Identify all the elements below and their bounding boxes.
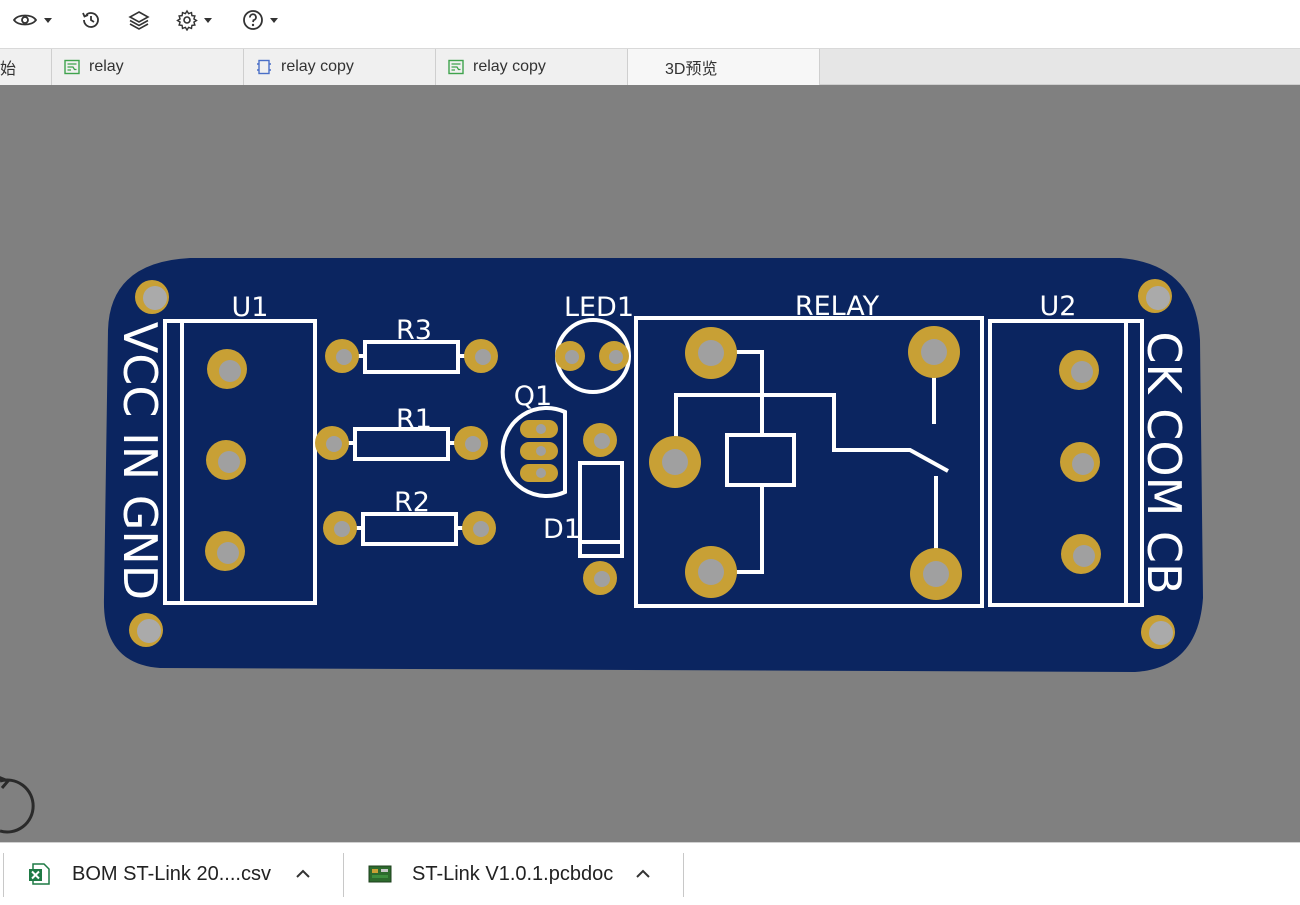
u1-label: U1 (232, 292, 269, 323)
q1-pads (520, 420, 558, 482)
pcb-file-icon (368, 865, 392, 883)
chevron-up-icon[interactable] (635, 869, 651, 879)
tab-label: 3D预览 (665, 61, 718, 78)
download-item-pcbdoc[interactable]: ST-Link V1.0.1.pcbdoc (368, 843, 651, 905)
tab-relay-pcb[interactable]: relay (52, 49, 244, 85)
schematic-doc-icon (257, 59, 271, 75)
pcb-doc-icon (448, 59, 464, 75)
download-filename: ST-Link V1.0.1.pcbdoc (412, 862, 614, 885)
excel-file-icon (29, 863, 50, 885)
pcb-3d-view: U1 U2 R3 R1 R2 Q1 D1 LED1 RELAY VCC IN G… (103, 258, 1203, 672)
history-icon (82, 12, 99, 28)
left-connector-text: VCC IN GND (113, 322, 167, 600)
rotate-view-icon[interactable] (0, 775, 40, 835)
r1-label: R1 (396, 404, 432, 435)
tab-relay-copy-pcb[interactable]: relay copy (436, 49, 628, 85)
u2-pads (1059, 350, 1101, 574)
divider (3, 853, 4, 897)
relay-label: RELAY (795, 291, 880, 322)
download-bar: BOM ST-Link 20....csv ST-Link V1.0.1.pcb… (0, 842, 1300, 905)
right-connector-text: CK COM CB (1137, 331, 1191, 594)
layers-icon (128, 11, 150, 30)
d1-label: D1 (543, 514, 581, 545)
history-button[interactable] (80, 6, 102, 34)
tab-label: relay copy (281, 58, 354, 75)
tab-relay-copy-schematic[interactable]: relay copy (244, 49, 436, 85)
tab-start[interactable]: 始 (0, 49, 52, 85)
divider (343, 853, 344, 897)
download-filename: BOM ST-Link 20....csv (72, 862, 271, 885)
pads (205, 326, 1101, 600)
chevron-down-icon (204, 17, 212, 23)
view-menu-button[interactable] (12, 6, 52, 34)
divider (683, 853, 684, 897)
d1-pads (583, 423, 617, 595)
pcb-doc-icon (64, 59, 80, 75)
help-menu-button[interactable] (242, 6, 278, 34)
resistor-pads (315, 339, 498, 545)
download-item-bom-csv[interactable]: BOM ST-Link 20....csv (28, 843, 311, 905)
chevron-down-icon (44, 17, 52, 23)
u2-label: U2 (1040, 291, 1077, 322)
relay-pads (649, 326, 962, 600)
u1-pads (205, 349, 247, 571)
tab-label: relay copy (473, 58, 546, 75)
document-tab-bar: 始 relay relay copy relay copy 3D预览 (0, 48, 1300, 85)
led1-label: LED1 (564, 292, 634, 323)
toolbar (0, 0, 1300, 48)
tab-label: relay (89, 58, 124, 75)
tab-3d-preview[interactable]: 3D预览 (628, 49, 820, 85)
led-pads (555, 341, 629, 371)
r2-label: R2 (394, 487, 430, 518)
eye-icon (12, 14, 38, 26)
q1-label: Q1 (514, 381, 552, 412)
silkscreen (163, 316, 1144, 608)
tab-label: 始 (0, 61, 17, 78)
settings-menu-button[interactable] (176, 6, 212, 34)
gear-icon (176, 9, 198, 31)
mounting-holes (129, 279, 1175, 649)
chevron-up-icon[interactable] (295, 869, 311, 879)
chevron-down-icon (270, 17, 278, 23)
help-icon (243, 10, 263, 30)
r3-label: R3 (396, 315, 432, 346)
layers-button[interactable] (128, 6, 150, 34)
3d-preview-canvas[interactable]: U1 U2 R3 R1 R2 Q1 D1 LED1 RELAY VCC IN G… (0, 85, 1300, 842)
